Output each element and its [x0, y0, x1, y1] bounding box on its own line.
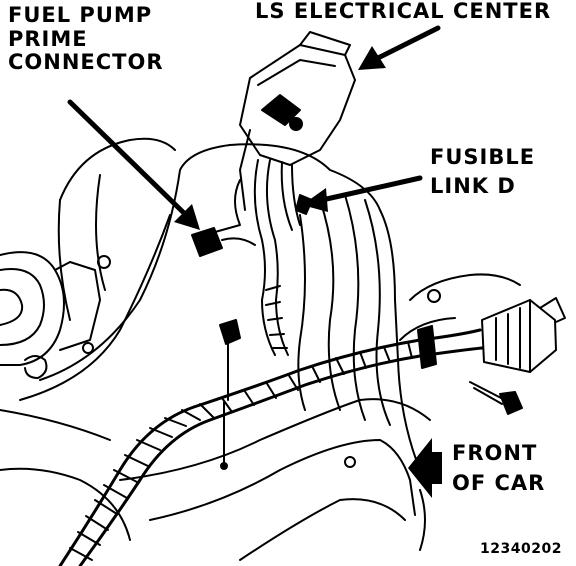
- front-of-car-label-line-2: OF CAR: [452, 471, 546, 496]
- fuel-pump-prime-connector: [191, 227, 256, 257]
- main-wiring-harness: [58, 328, 484, 566]
- figure-number: 12340202: [480, 541, 562, 557]
- leader-arrows: [67, 25, 441, 230]
- harness-wrap-rings: [69, 285, 413, 561]
- fuel-pump-arrowhead: [174, 204, 200, 230]
- fuel-pump-prime-connector-label: FUEL PUMP PRIME CONNECTOR: [8, 3, 164, 75]
- harness-bolt: [219, 319, 241, 470]
- fuel-pump-arrow-shaft: [67, 99, 189, 218]
- harness-end-connector: [481, 297, 566, 373]
- fusible-link-arrowhead: [302, 188, 328, 212]
- fuel-pump-label-line-2: PRIME: [8, 26, 88, 51]
- mounting-bolt: [469, 381, 523, 415]
- wire-bundle: [214, 159, 313, 356]
- fusible-link-label-line-1: FUSIBLE: [430, 145, 536, 169]
- ls-electrical-center-text: LS ELECTRICAL CENTER: [255, 0, 552, 23]
- fusible-link-arrow-shaft: [319, 175, 423, 203]
- front-of-car-label: FRONT OF CAR: [452, 438, 545, 499]
- fusible-link-label: FUSIBLE LINK D: [430, 143, 535, 202]
- motor-housing: [0, 251, 101, 379]
- front-of-car-label-line-1: FRONT: [452, 441, 538, 465]
- fuel-pump-label-line-1: FUEL PUMP: [8, 3, 153, 27]
- fuel-pump-label-line-3: CONNECTOR: [8, 50, 164, 75]
- ls-electrical-center: [239, 31, 356, 211]
- harness-clamp: [417, 325, 437, 369]
- ls-center-arrowhead: [358, 46, 386, 70]
- front-of-car-arrow: [408, 438, 442, 498]
- ls-electrical-center-label: LS ELECTRICAL CENTER: [255, 0, 551, 24]
- ls-center-arrow-shaft: [375, 25, 441, 61]
- fusible-link-label-line-2: LINK D: [430, 174, 516, 199]
- body-panels: [0, 137, 521, 561]
